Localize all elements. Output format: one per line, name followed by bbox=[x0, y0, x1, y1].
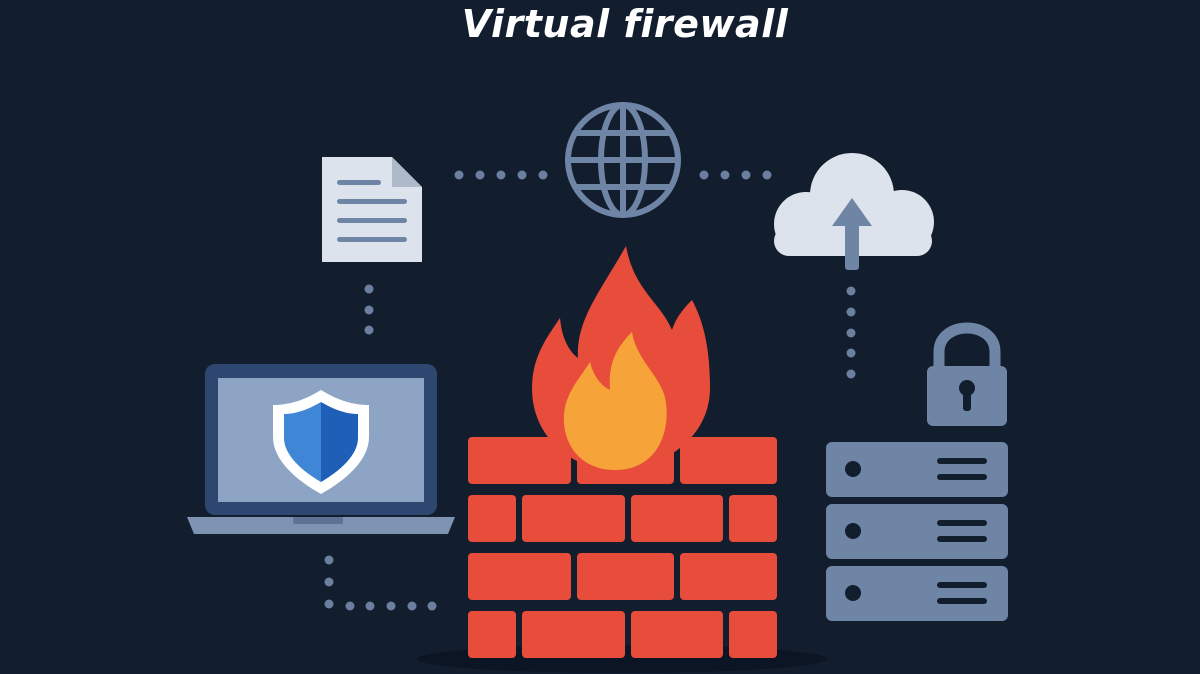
diagram-title: Virtual firewall bbox=[461, 2, 789, 46]
connector-cloud-server bbox=[846, 286, 856, 379]
padlock-icon bbox=[927, 322, 1007, 426]
server-unit bbox=[826, 504, 1008, 559]
flame-icon bbox=[532, 246, 710, 470]
connector-laptop-firewall bbox=[324, 555, 437, 611]
firewall-brick-wall-icon bbox=[417, 437, 827, 673]
laptop-shield-icon bbox=[187, 364, 455, 534]
server-unit bbox=[826, 442, 1008, 497]
server-rack-icon bbox=[826, 442, 1008, 621]
globe-icon bbox=[565, 102, 681, 218]
cloud-upload-icon bbox=[774, 153, 934, 270]
document-icon bbox=[322, 157, 422, 262]
shield-icon bbox=[273, 390, 369, 494]
connector-globe-cloud bbox=[699, 170, 772, 180]
wall-shadow bbox=[417, 645, 827, 673]
connector-document-laptop bbox=[364, 284, 374, 335]
server-unit bbox=[826, 566, 1008, 621]
connector-document-globe bbox=[454, 170, 548, 180]
